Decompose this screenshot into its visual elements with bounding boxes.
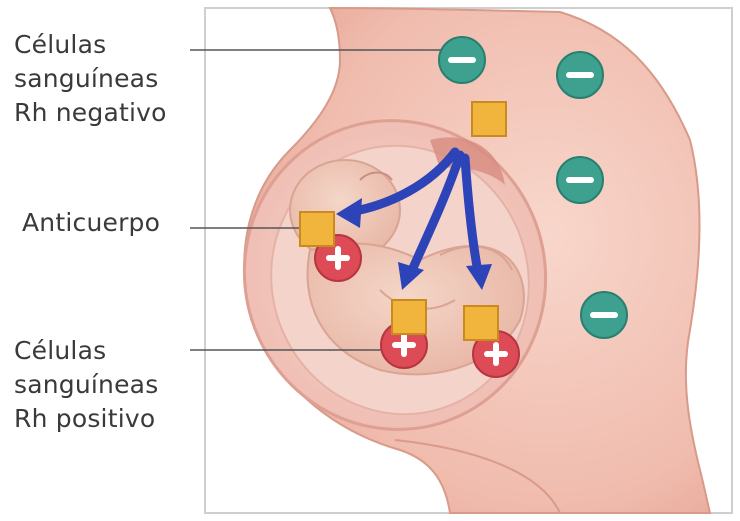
minus-icon: [448, 57, 476, 63]
rh-negative-cell: [581, 292, 627, 338]
label-rh-positive-cells: Células sanguíneas Rh positivo: [14, 334, 158, 436]
antibody: [472, 102, 506, 136]
label-rh-negative-cells: Células sanguíneas Rh negativo: [14, 28, 167, 130]
rh-negative-cell: [557, 157, 603, 203]
minus-icon: [566, 177, 594, 183]
label-antibody: Anticuerpo: [22, 206, 160, 240]
minus-icon: [590, 312, 618, 318]
rh-negative-cell: [557, 52, 603, 98]
antibody: [392, 300, 426, 334]
rh-negative-cell: [439, 37, 485, 83]
minus-icon: [566, 72, 594, 78]
antibody: [464, 306, 498, 340]
antibody: [300, 212, 334, 246]
